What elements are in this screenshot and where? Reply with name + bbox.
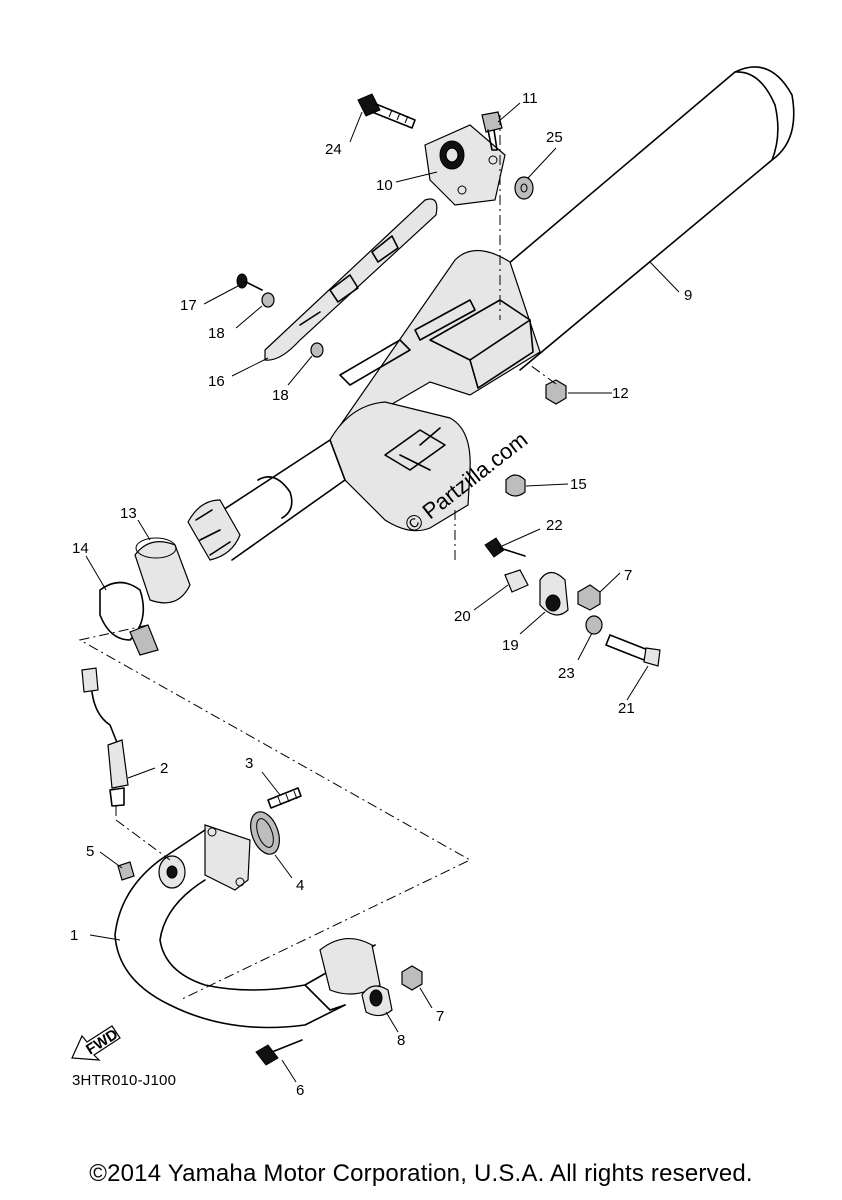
leader-lines [85,102,680,1083]
callout-5: 5 [86,843,94,860]
callout-4: 4 [296,877,304,894]
gasket-4[interactable] [245,808,284,858]
callout-18-upper: 18 [208,325,225,342]
callout-23: 23 [558,665,575,682]
callout-10: 10 [376,177,393,194]
callout-21: 21 [618,700,635,717]
callout-19: 19 [502,637,519,654]
assembly-lines [78,115,557,1001]
copyright-notice: ©2014 Yamaha Motor Corporation, U.S.A. A… [89,1160,753,1187]
callout-2: 2 [160,760,168,777]
forward-arrow-icon: FWD [71,1025,121,1061]
collar-20[interactable] [504,569,529,593]
callout-7-upper: 7 [624,567,632,584]
callout-24: 24 [325,141,342,158]
stud-bolt-3[interactable] [267,787,302,809]
bolt-17[interactable] [236,273,263,291]
washer-25[interactable] [514,176,534,200]
callout-17: 17 [180,297,197,314]
collar-15[interactable] [505,474,526,497]
washer-18b[interactable] [310,342,324,358]
callout-22: 22 [546,517,563,534]
callout-15: 15 [570,476,587,493]
bolt-6[interactable] [255,1039,303,1066]
callout-labels: 1 2 3 4 5 6 7 7 8 9 10 11 12 13 14 15 16… [70,90,692,1099]
callout-8: 8 [397,1032,405,1049]
washer-23[interactable] [585,615,603,635]
heat-protector[interactable] [264,198,438,361]
callout-6: 6 [296,1082,304,1099]
callout-7-lower: 7 [436,1008,444,1025]
damper-8[interactable] [361,985,393,1017]
callout-14: 14 [72,540,89,557]
cap-5[interactable] [117,861,135,881]
gasket-13[interactable] [134,537,191,604]
callout-12: 12 [612,385,629,402]
callout-16: 16 [208,373,225,390]
damper-19[interactable] [539,571,569,616]
callout-18-lower: 18 [272,387,289,404]
callout-1: 1 [70,927,78,944]
clamp-14[interactable] [99,581,159,656]
diagram-code: 3HTR010-J100 [72,1072,177,1089]
muffler-bracket[interactable] [424,124,506,206]
bolt-24[interactable] [357,93,416,129]
nut-7-lower[interactable] [401,965,423,991]
nut-7-upper[interactable] [577,584,601,611]
callout-25: 25 [546,129,563,146]
bolt-22[interactable] [484,537,526,558]
callout-20: 20 [454,608,471,625]
nut-12[interactable] [545,379,567,405]
exhaust-pipe[interactable] [114,824,381,1029]
callout-13: 13 [120,505,137,522]
callout-11: 11 [522,90,538,107]
bolt-11[interactable] [481,111,503,151]
washer-18a[interactable] [261,292,275,308]
callout-3: 3 [245,755,253,772]
oxygen-sensor[interactable] [81,667,129,807]
callout-9: 9 [684,287,692,304]
muffler-body[interactable] [187,66,795,561]
bolt-21[interactable] [605,634,661,667]
